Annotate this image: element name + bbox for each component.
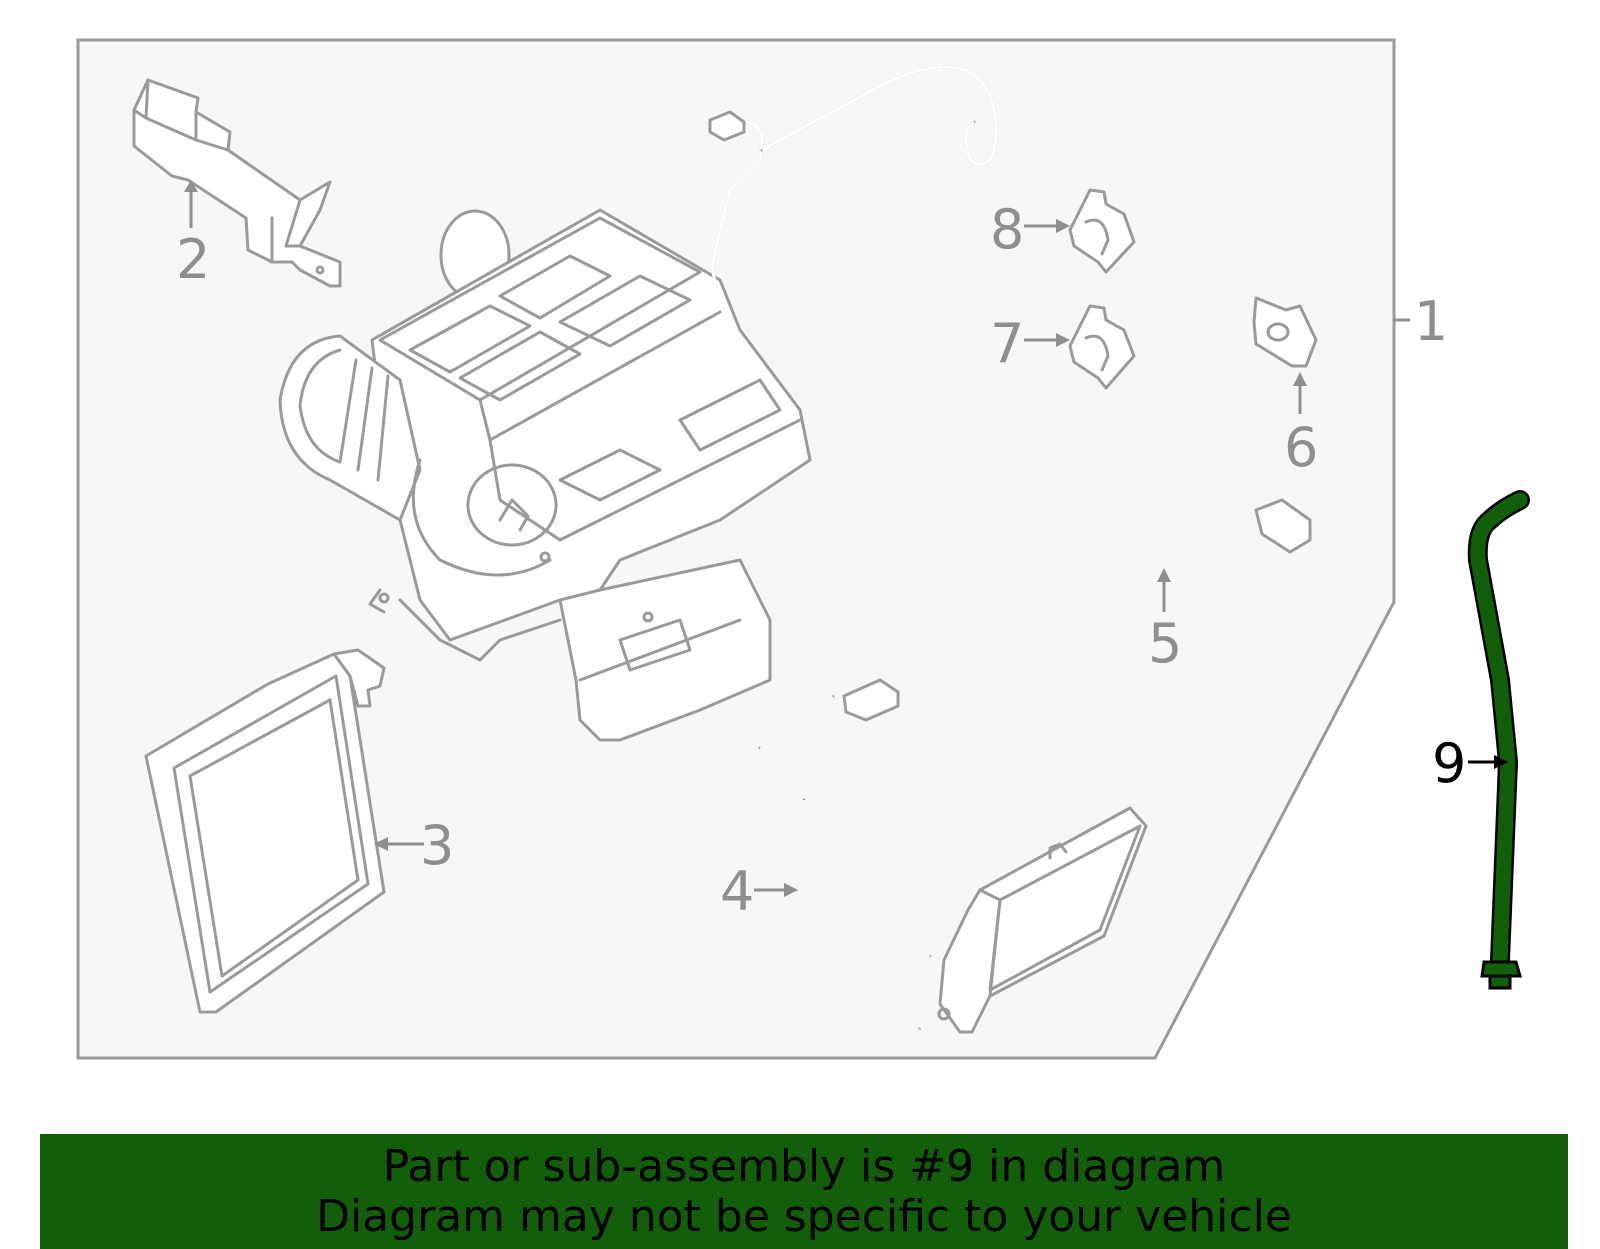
part-7-actuator[interactable]	[1068, 304, 1136, 390]
part-2-duct-bracket[interactable]	[132, 78, 342, 288]
info-banner: Part or sub-assembly is #9 in diagram Di…	[40, 1134, 1568, 1249]
part-4-heater-core[interactable]	[758, 746, 1148, 1034]
callout-label-6: 6	[1284, 416, 1318, 479]
part-6-actuator[interactable]	[1252, 296, 1318, 368]
part-5-wire-harness[interactable]	[832, 421, 1312, 722]
part-3-evaporator[interactable]	[144, 648, 386, 1014]
part-1-upper-wire-harness	[708, 65, 998, 288]
callout-arrows	[184, 180, 1508, 897]
callout-label-1: 1	[1414, 290, 1448, 353]
banner-line-part-number: Part or sub-assembly is #9 in diagram	[382, 1140, 1226, 1192]
callout-label-5: 5	[1148, 612, 1182, 675]
part-9-drain-hose[interactable]	[1467, 490, 1530, 990]
callout-label-3: 3	[420, 814, 454, 877]
callout-label-9: 9	[1432, 732, 1466, 795]
callout-label-2: 2	[176, 228, 210, 291]
part-8-actuator[interactable]	[1068, 188, 1136, 274]
banner-line-disclaimer: Diagram may not be specific to your vehi…	[316, 1190, 1292, 1242]
callout-label-8: 8	[990, 198, 1024, 261]
part-1-hvac-housing[interactable]	[278, 208, 812, 742]
assembly-panel	[76, 38, 1396, 1060]
callout-label-4: 4	[720, 860, 754, 923]
callout-label-7: 7	[990, 312, 1024, 375]
